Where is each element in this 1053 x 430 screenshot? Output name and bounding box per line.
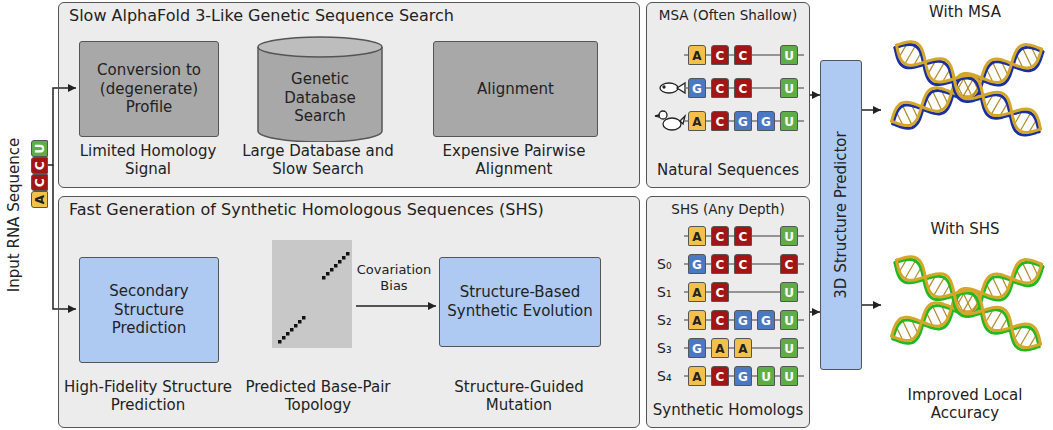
nucleotide-block: G bbox=[757, 310, 775, 330]
sequence-index: S₀ bbox=[657, 254, 672, 274]
nucleotide-block: A bbox=[31, 191, 48, 208]
nucleotide-block: U bbox=[780, 78, 798, 98]
input-arrow bbox=[46, 88, 76, 165]
nucleotide-block: A bbox=[711, 338, 729, 358]
node-title: 3D Structure Predictor bbox=[832, 131, 851, 298]
nucleotide-block: C bbox=[31, 174, 48, 191]
nucleotide-block: A bbox=[734, 338, 752, 358]
caption: Expensive Pairwise Alignment bbox=[424, 142, 604, 178]
nucleotide-block: U bbox=[780, 366, 798, 386]
nucleotide-block: U bbox=[780, 226, 798, 246]
nucleotide-block: G bbox=[688, 338, 706, 358]
predictor-box: 3D Structure Predictor bbox=[820, 60, 862, 370]
node-title: Alignment bbox=[477, 80, 554, 99]
node-title: SHS (Any Depth) bbox=[647, 201, 809, 217]
output-arrow bbox=[862, 304, 881, 306]
sequence-index: S₄ bbox=[657, 366, 672, 386]
node-title: Structure-Based Synthetic Evolution bbox=[446, 283, 594, 321]
nucleotide-block: U bbox=[757, 366, 775, 386]
connector-arrow bbox=[810, 94, 820, 96]
nucleotide-block: G bbox=[734, 111, 752, 131]
nucleotide-block: C bbox=[31, 157, 48, 174]
connector-arrow bbox=[810, 311, 820, 313]
nucleotide-block: A bbox=[688, 310, 706, 330]
caption: With MSA bbox=[880, 3, 1050, 21]
nucleotide-block: C bbox=[711, 282, 729, 302]
nucleotide-block: C bbox=[711, 310, 729, 330]
base-pair-matrix bbox=[272, 240, 352, 348]
caption: Improved Local Accuracy bbox=[880, 386, 1050, 422]
sequence-index: S₁ bbox=[657, 282, 672, 302]
output-arrow bbox=[862, 109, 881, 111]
panel-fill bbox=[58, 2, 640, 188]
nucleotide-block: C bbox=[734, 226, 752, 246]
caption: Large Database and Slow Search bbox=[228, 142, 408, 178]
nucleotide-block: A bbox=[688, 366, 706, 386]
nucleotide-block: C bbox=[734, 78, 752, 98]
caption: Structure-Guided Mutation bbox=[429, 378, 609, 414]
panel-fill bbox=[58, 196, 640, 428]
nucleotide-block: U bbox=[780, 45, 798, 65]
process-box: Alignment bbox=[433, 41, 598, 137]
nucleotide-block: U bbox=[780, 338, 798, 358]
covariation-arrow bbox=[356, 305, 436, 307]
node-caption: Natural Sequences bbox=[647, 161, 809, 179]
process-box: Conversion to (degenerate) Profile bbox=[79, 41, 219, 137]
chicken-icon bbox=[655, 111, 685, 130]
node-title: Fast Generation of Synthetic Homologous … bbox=[69, 200, 544, 219]
panel-fill bbox=[646, 196, 810, 428]
process-box: Structure-Based Synthetic Evolution bbox=[439, 257, 601, 347]
nucleotide-block: C bbox=[734, 45, 752, 65]
nucleotide-block: C bbox=[711, 366, 729, 386]
node-title: Conversion to (degenerate) Profile bbox=[86, 61, 212, 117]
caption: High-Fidelity Structure Prediction bbox=[58, 378, 238, 414]
caption: Limited Homology Signal bbox=[73, 142, 223, 178]
rna-structures bbox=[892, 42, 1043, 350]
node-title: Genetic Database Search bbox=[263, 70, 377, 126]
nucleotide-block: G bbox=[734, 310, 752, 330]
nucleotide-block: G bbox=[688, 78, 706, 98]
sequence-index: S₂ bbox=[657, 310, 672, 330]
process-box: Secondary Structure Prediction bbox=[79, 257, 219, 363]
node-caption: Synthetic Homologs bbox=[647, 401, 809, 419]
nucleotide-block: A bbox=[688, 111, 706, 131]
nucleotide-block: U bbox=[780, 282, 798, 302]
nucleotide-block: C bbox=[711, 254, 729, 274]
caption: With SHS bbox=[880, 220, 1050, 238]
database-cylinder: Genetic Database Search bbox=[257, 36, 383, 142]
nucleotide-block: U bbox=[780, 310, 798, 330]
nucleotide-block: C bbox=[780, 254, 798, 274]
caption: Predicted Base-Pair Topology bbox=[233, 378, 403, 414]
nucleotide-block: G bbox=[688, 254, 706, 274]
nucleotide-block: C bbox=[711, 78, 729, 98]
fish-icon bbox=[660, 83, 685, 93]
nucleotide-block: G bbox=[734, 366, 752, 386]
node-title: Slow AlphaFold 3-Like Genetic Sequence S… bbox=[69, 6, 454, 25]
node-title: Secondary Structure Prediction bbox=[86, 282, 212, 338]
nucleotide-block: C bbox=[734, 254, 752, 274]
input-label: Input RNA Sequence bbox=[5, 138, 23, 292]
sequence-index: S₃ bbox=[657, 338, 672, 358]
nucleotide-block: C bbox=[711, 45, 729, 65]
caption: Covariation Bias bbox=[352, 262, 436, 293]
nucleotide-block: C bbox=[711, 111, 729, 131]
nucleotide-block: U bbox=[31, 140, 48, 157]
nucleotide-block: G bbox=[757, 111, 775, 131]
nucleotide-block: A bbox=[688, 226, 706, 246]
input-arrow bbox=[53, 165, 76, 309]
panel-fill bbox=[646, 2, 810, 188]
node-title: MSA (Often Shallow) bbox=[647, 7, 809, 23]
nucleotide-block: C bbox=[711, 226, 729, 246]
base-pair-dots bbox=[278, 252, 350, 344]
nucleotide-block: A bbox=[688, 282, 706, 302]
nucleotide-block: A bbox=[688, 45, 706, 65]
nucleotide-block: U bbox=[780, 111, 798, 131]
